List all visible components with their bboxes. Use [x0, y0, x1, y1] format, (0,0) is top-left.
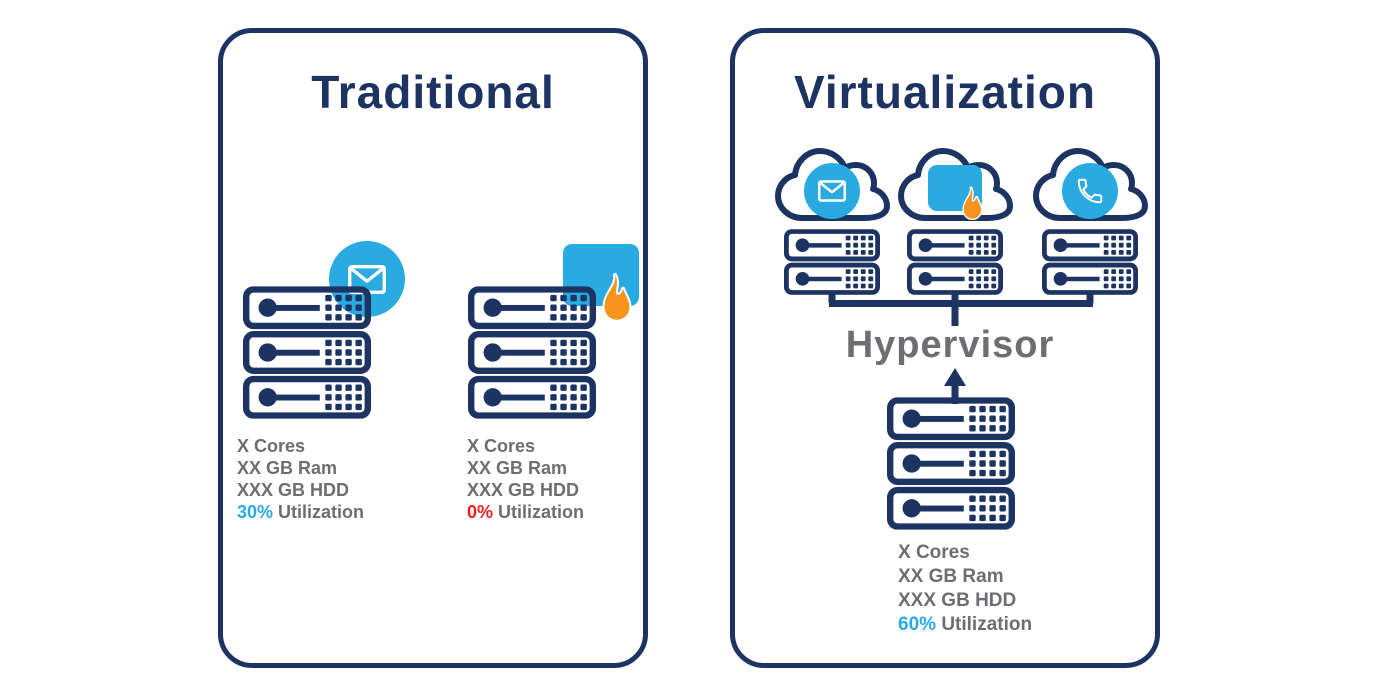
spec-cores: X Cores [237, 436, 306, 456]
utilization-value: 30% [237, 502, 274, 522]
spec-ram: XX GB Ram [898, 566, 1004, 587]
spec-utilization: 0% Utilization [467, 501, 584, 523]
server2-specs: X Cores XX GB Ram XXX GB HDD 0% Utilizat… [467, 435, 584, 523]
server-stack-firewall [468, 286, 596, 419]
traditional-title: Traditional [311, 66, 555, 118]
host-specs: X Cores XX GB Ram XXX GB HDD 60% Utiliza… [898, 541, 1032, 637]
vm-server-email [784, 229, 880, 295]
utilization-label: Utilization [498, 502, 585, 522]
flame-icon [953, 185, 989, 225]
phone-icon [1062, 163, 1118, 219]
hypervisor-label: Hypervisor [845, 324, 1055, 366]
vm-server-firewall [907, 229, 1003, 295]
spec-utilization: 30% Utilization [237, 501, 364, 523]
utilization-value: 60% [898, 614, 937, 635]
virtualization-panel: Virtualization [730, 28, 1160, 668]
spec-hdd: XXX GB HDD [898, 590, 1017, 611]
spec-hdd: XXX GB HDD [237, 480, 350, 500]
utilization-label: Utilization [278, 502, 365, 522]
vm-server-phone [1042, 229, 1138, 295]
utilization-value: 0% [467, 502, 494, 522]
email-icon [804, 163, 860, 219]
server1-specs: X Cores XX GB Ram XXX GB HDD 30% Utiliza… [237, 435, 364, 523]
flame-icon [589, 271, 641, 329]
spec-hdd: XXX GB HDD [467, 480, 580, 500]
spec-ram: XX GB Ram [467, 458, 568, 478]
spec-cores: X Cores [467, 436, 536, 456]
spec-utilization: 60% Utilization [898, 613, 1032, 637]
spec-cores: X Cores [898, 542, 970, 563]
utilization-label: Utilization [941, 614, 1033, 635]
spec-ram: XX GB Ram [237, 458, 338, 478]
traditional-panel: Traditional X Cores XX GB Ram XXX GB HDD… [218, 28, 648, 668]
host-server-stack [887, 397, 1015, 530]
server-stack-email [243, 286, 371, 419]
virtualization-title: Virtualization [794, 66, 1096, 118]
